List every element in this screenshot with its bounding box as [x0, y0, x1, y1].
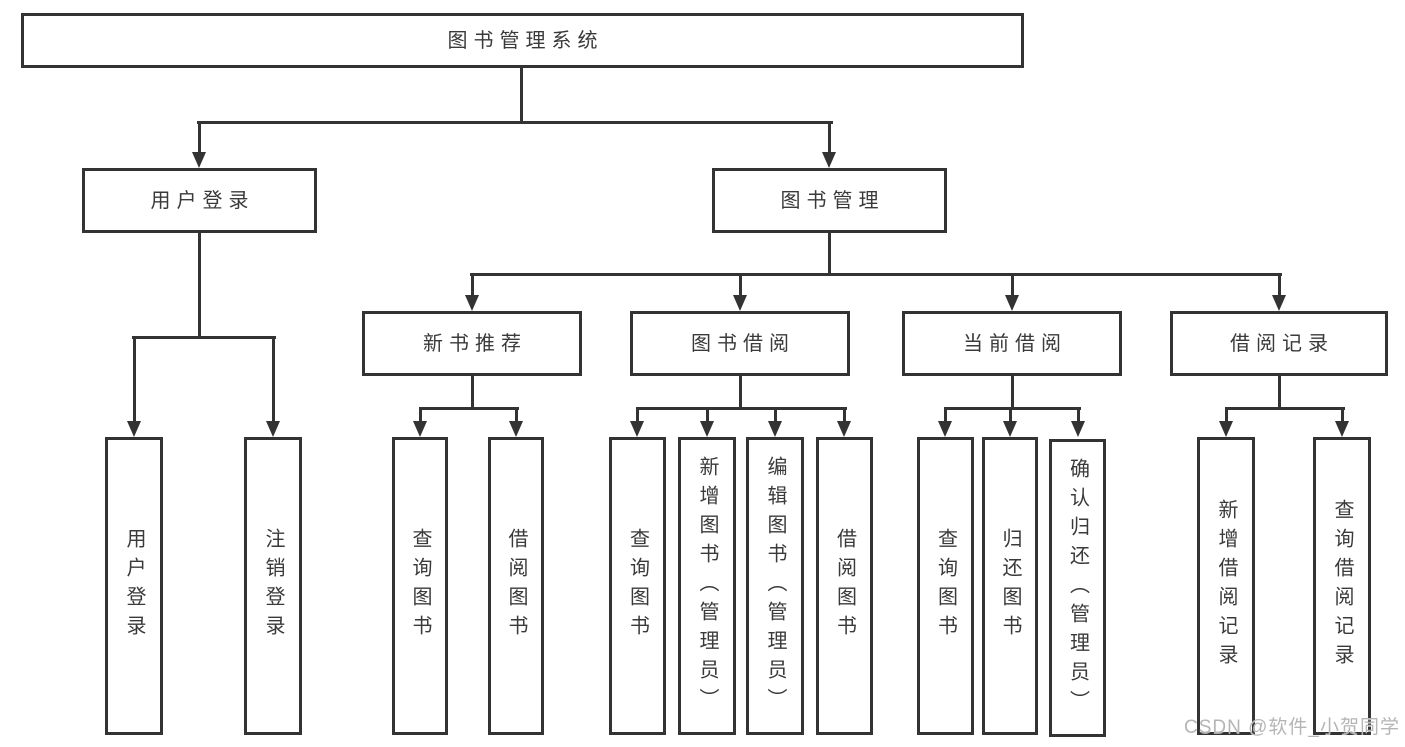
connector-stem [133, 336, 136, 421]
connector-stem [419, 407, 422, 421]
arrowhead-down-icon [465, 295, 479, 311]
node-label: 新增借阅记录 [1215, 499, 1237, 673]
node-book-borrow: 图书借阅 [630, 311, 850, 376]
connector-stem [1077, 407, 1080, 421]
node-root: 图书管理系统 [21, 13, 1024, 68]
connector-user-login-drop [198, 233, 201, 337]
connector-stem [774, 407, 777, 421]
arrowhead-down-icon [768, 421, 782, 437]
node-label: 查询借阅记录 [1331, 499, 1353, 673]
arrowhead-down-icon [630, 421, 644, 437]
node-new-book-recommend: 新书推荐 [362, 311, 582, 376]
connector-root-splitter [197, 121, 833, 124]
node-borrow-record: 借阅记录 [1170, 311, 1388, 376]
connector-nbr-drop [471, 376, 474, 409]
node-bb-query-books: 查询图书 [609, 437, 666, 735]
arrowhead-down-icon [509, 421, 523, 437]
connector-stem [471, 273, 474, 295]
node-label: 借阅图书 [505, 528, 527, 644]
connector-stem [1341, 407, 1344, 421]
node-book-management: 图书管理 [712, 168, 947, 233]
node-label: 图书借阅 [691, 332, 795, 355]
arrowhead-down-icon [700, 421, 714, 437]
node-user-login-leaf: 用户登录 [105, 437, 163, 735]
node-label: 新书推荐 [423, 332, 527, 355]
connector-book-management-splitter [470, 273, 1282, 276]
connector-cb-splitter [944, 407, 1081, 410]
connector-stem [1225, 407, 1228, 421]
node-label: 用户登录 [123, 528, 145, 644]
watermark: CSDN @软件_小贺同学 [1184, 717, 1400, 738]
connector-root-drop [520, 68, 523, 122]
arrowhead-down-icon [837, 421, 851, 437]
node-label: 新增图书（管理员） [696, 455, 718, 717]
arrowhead-down-icon [822, 152, 836, 168]
node-label: 当前借阅 [963, 332, 1067, 355]
arrowhead-down-icon [1272, 295, 1286, 311]
connector-stem [636, 407, 639, 421]
connector-stem [272, 336, 275, 421]
connector-stem [828, 121, 831, 152]
connector-stem [843, 407, 846, 421]
arrowhead-down-icon [413, 421, 427, 437]
node-current-borrow: 当前借阅 [902, 311, 1122, 376]
connector-stem [706, 407, 709, 421]
node-cb-confirm-return: 确认归还（管理员） [1049, 439, 1106, 737]
connector-stem [515, 407, 518, 421]
node-label: 归还图书 [999, 528, 1021, 644]
arrowhead-down-icon [1071, 421, 1085, 437]
connector-user-login-splitter [132, 336, 276, 339]
node-cb-return-books: 归还图书 [982, 437, 1038, 735]
connector-br-drop [1278, 376, 1281, 409]
node-bb-borrow-books: 借阅图书 [816, 437, 873, 735]
arrowhead-down-icon [1219, 421, 1233, 437]
node-cb-query-books: 查询图书 [917, 437, 974, 735]
arrowhead-down-icon [1335, 421, 1349, 437]
arrowhead-down-icon [192, 152, 206, 168]
connector-book-management-drop [828, 233, 831, 275]
node-br-add-record: 新增借阅记录 [1197, 437, 1255, 735]
connector-stem [1278, 273, 1281, 295]
arrowhead-down-icon [1005, 295, 1019, 311]
node-br-query-record: 查询借阅记录 [1313, 437, 1371, 735]
connector-bb-drop [739, 376, 742, 409]
node-label: 确认归还（管理员） [1066, 457, 1089, 719]
connector-nbr-splitter [419, 407, 519, 410]
node-nbr-borrow-books: 借阅图书 [488, 437, 544, 735]
node-label: 借阅记录 [1230, 332, 1334, 355]
node-label: 图书管理 [780, 189, 885, 212]
node-label: 编辑图书（管理员） [764, 455, 786, 717]
connector-stem [944, 407, 947, 421]
node-label: 注销登录 [262, 528, 284, 644]
arrowhead-down-icon [1003, 421, 1017, 437]
node-nbr-query-books: 查询图书 [392, 437, 448, 735]
node-user-login: 用户登录 [82, 168, 317, 233]
node-label: 用户登录 [150, 189, 255, 212]
arrowhead-down-icon [733, 295, 747, 311]
connector-cb-drop [1011, 376, 1014, 409]
connector-stem [1009, 407, 1012, 421]
node-bb-add-books: 新增图书（管理员） [678, 437, 736, 735]
node-label: 查询图书 [626, 528, 649, 644]
arrowhead-down-icon [266, 421, 280, 437]
arrowhead-down-icon [938, 421, 952, 437]
connector-stem [1011, 273, 1014, 295]
connector-stem [198, 121, 201, 152]
connector-stem [739, 273, 742, 295]
connector-bb-splitter [636, 407, 847, 410]
node-label: 图书管理系统 [447, 29, 604, 52]
node-label: 查询图书 [934, 528, 957, 644]
connector-br-splitter [1225, 407, 1345, 410]
node-bb-edit-books: 编辑图书（管理员） [746, 437, 804, 735]
node-logout-leaf: 注销登录 [244, 437, 302, 735]
node-label: 查询图书 [409, 528, 431, 644]
arrowhead-down-icon [127, 421, 141, 437]
node-label: 借阅图书 [833, 528, 856, 644]
